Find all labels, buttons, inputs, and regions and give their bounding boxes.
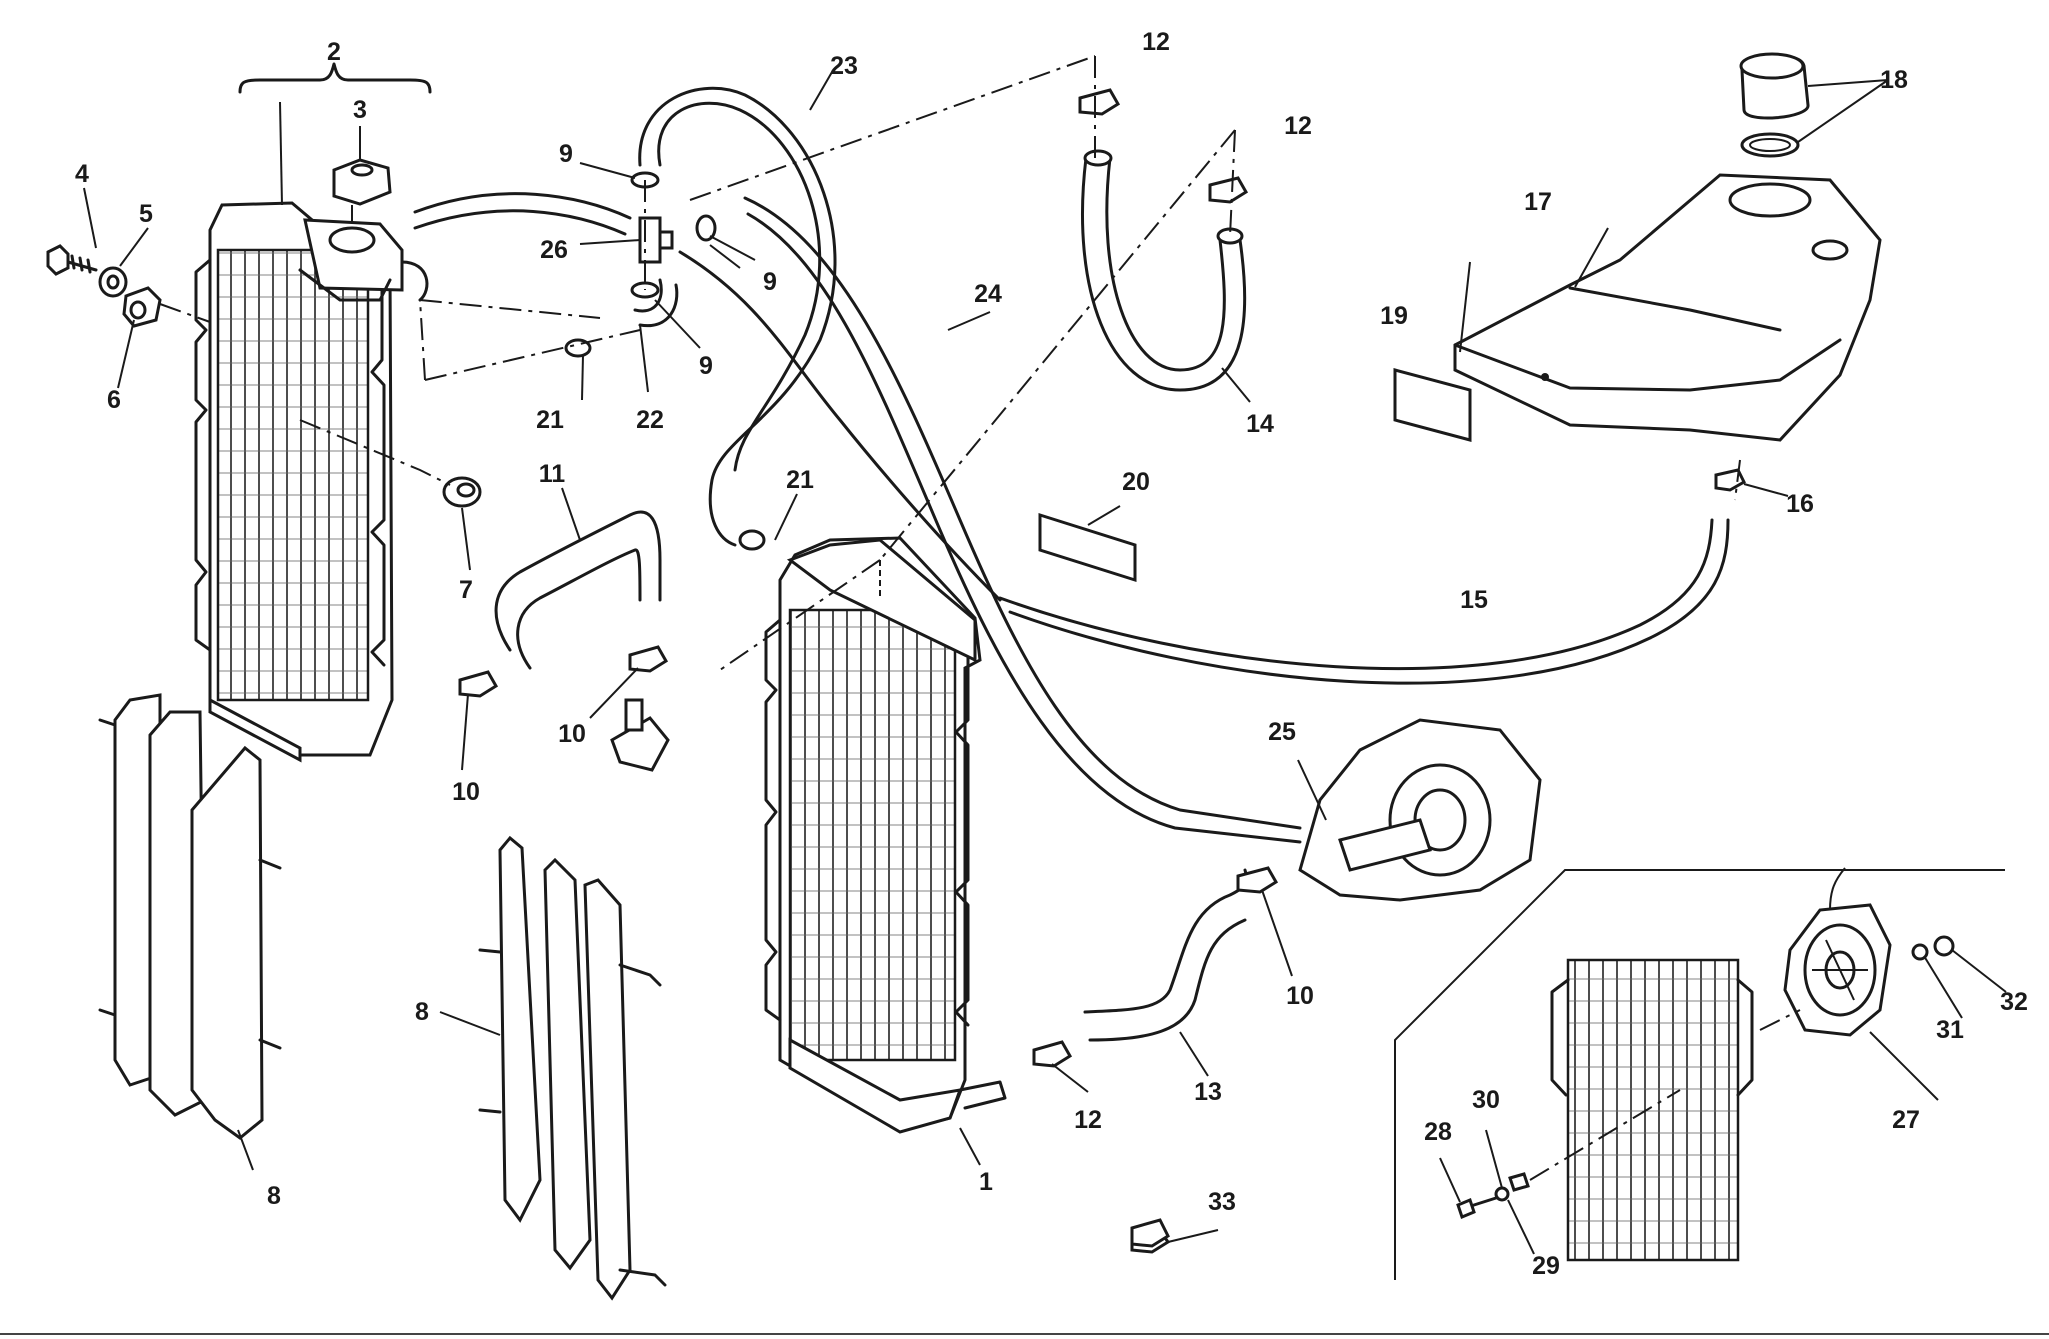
left-radiator — [194, 201, 429, 763]
callout-29: 29 — [1532, 1252, 1560, 1280]
callout-27: 27 — [1892, 1106, 1920, 1134]
callout-12-lower: 12 — [1074, 1106, 1102, 1134]
callout-32: 32 — [2000, 988, 2028, 1016]
callout-21-right: 21 — [786, 466, 814, 494]
callout-16: 16 — [1786, 490, 1814, 518]
callout-3: 3 — [353, 96, 367, 124]
spare-clamp-33 — [1130, 1218, 1170, 1248]
hose-set — [413, 86, 1730, 1042]
callout-23: 23 — [830, 52, 858, 80]
tank-cap — [1739, 52, 1810, 158]
hose-clamps — [458, 88, 1746, 1254]
callout-5: 5 — [139, 200, 153, 228]
callout-33: 33 — [1208, 1188, 1236, 1216]
callout-9-right: 9 — [763, 268, 777, 296]
callout-labels: 1 2 3 4 5 6 7 8 8 9 9 9 10 10 10 11 12 1… — [75, 28, 2028, 1280]
radiator-guard-right — [478, 835, 667, 1301]
callout-7: 7 — [459, 576, 473, 604]
callout-12-upper: 12 — [1284, 112, 1312, 140]
callout-22: 22 — [636, 406, 664, 434]
water-pump-cover — [1298, 718, 1542, 902]
callout-2: 2 — [327, 38, 341, 66]
expansion-tank — [1453, 173, 1882, 442]
callout-11: 11 — [539, 460, 566, 488]
outlet-spigot — [624, 698, 644, 732]
leader-lines — [83, 55, 2007, 1255]
foam-pad-20 — [1038, 512, 1137, 583]
callout-26: 26 — [540, 236, 568, 264]
radiator-cap — [332, 158, 392, 206]
callout-6: 6 — [107, 386, 121, 414]
fan-inset — [1394, 867, 2005, 1280]
grommet-7 — [299, 419, 482, 508]
callout-20: 20 — [1122, 468, 1150, 496]
callout-9-top: 9 — [559, 140, 573, 168]
callout-30: 30 — [1472, 1086, 1500, 1114]
callout-31: 31 — [1936, 1016, 1964, 1044]
callout-10-right: 10 — [1286, 982, 1314, 1010]
callout-13: 13 — [1194, 1078, 1222, 1106]
callout-10-middle: 10 — [558, 720, 586, 748]
callout-18: 18 — [1880, 66, 1908, 94]
callout-10-left: 10 — [452, 778, 480, 806]
callout-14: 14 — [1246, 410, 1274, 438]
outlet-fitting — [610, 716, 670, 772]
callout-4: 4 — [75, 160, 89, 188]
mounting-hardware — [46, 244, 211, 328]
foam-pad-19 — [1393, 368, 1472, 442]
callout-21-left: 21 — [536, 406, 564, 434]
callout-25: 25 — [1268, 718, 1296, 746]
callout-19: 19 — [1380, 302, 1408, 330]
callout-9-bottom: 9 — [699, 352, 713, 380]
callout-1: 1 — [979, 1168, 993, 1196]
callout-17: 17 — [1524, 188, 1552, 216]
callout-24: 24 — [974, 280, 1002, 308]
radiator-guard-left — [98, 693, 282, 1140]
callout-8-left: 8 — [267, 1182, 281, 1210]
callout-12-top: 12 — [1142, 28, 1170, 56]
right-radiator — [764, 536, 1007, 1134]
callout-15: 15 — [1460, 586, 1488, 614]
callout-8-right: 8 — [415, 998, 429, 1026]
callout-28: 28 — [1424, 1118, 1452, 1146]
